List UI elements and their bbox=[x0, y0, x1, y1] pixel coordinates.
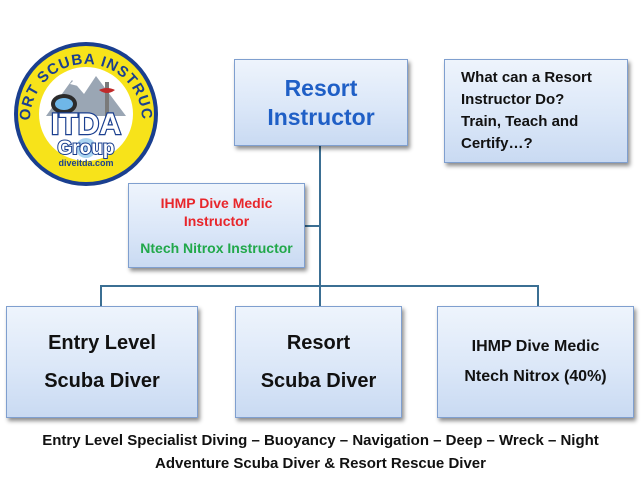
footer-line2: Adventure Scuba Diver & Resort Rescue Di… bbox=[155, 455, 486, 472]
entry-level-line2: Scuba Diver bbox=[44, 370, 160, 392]
resort-diver-box: Resort Scuba Diver bbox=[235, 306, 402, 418]
question-line3: Train, Teach and bbox=[461, 113, 579, 130]
itda-logo: RESORT SCUBA INSTRUCTOR ITDA Group divei… bbox=[12, 40, 158, 186]
entry-level-line1: Entry Level bbox=[48, 332, 156, 354]
connector-drop-left bbox=[100, 285, 102, 306]
connector-vertical-main bbox=[319, 146, 321, 286]
resort-instructor-line1: Resort bbox=[284, 74, 358, 101]
question-line1: What can a Resort bbox=[461, 69, 592, 86]
connector-drop-right bbox=[537, 285, 539, 306]
side-line3: Ntech Nitrox Instructor bbox=[140, 240, 293, 256]
question-line4: Certify…? bbox=[461, 135, 533, 152]
logo-brand-main: ITDA bbox=[51, 108, 121, 141]
logo-website: diveitda.com bbox=[58, 158, 113, 168]
connector-side-branch bbox=[305, 225, 320, 227]
connector-drop-center bbox=[319, 285, 321, 306]
resort-instructor-line2: Instructor bbox=[267, 103, 375, 130]
side-instructor-box: IHMP Dive Medic Instructor Ntech Nitrox … bbox=[128, 183, 305, 268]
side-line1: IHMP Dive Medic bbox=[160, 195, 273, 211]
medic-nitrox-line1: IHMP Dive Medic bbox=[471, 338, 600, 355]
question-line2: Instructor Do? bbox=[461, 91, 565, 108]
medic-nitrox-box: IHMP Dive Medic Ntech Nitrox (40%) bbox=[437, 306, 634, 418]
resort-instructor-box: Resort Instructor bbox=[234, 59, 408, 146]
entry-level-box: Entry Level Scuba Diver bbox=[6, 306, 198, 418]
footer-line1: Entry Level Specialist Diving – Buoyancy… bbox=[42, 432, 599, 449]
resort-diver-line2: Scuba Diver bbox=[260, 370, 377, 392]
side-line2: Instructor bbox=[183, 213, 250, 229]
resort-diver-line1: Resort bbox=[286, 332, 351, 354]
logo-brand-sub: Group bbox=[58, 138, 115, 159]
question-box: What can a Resort Instructor Do? Train, … bbox=[444, 59, 628, 163]
medic-nitrox-line2: Ntech Nitrox (40%) bbox=[464, 368, 607, 385]
